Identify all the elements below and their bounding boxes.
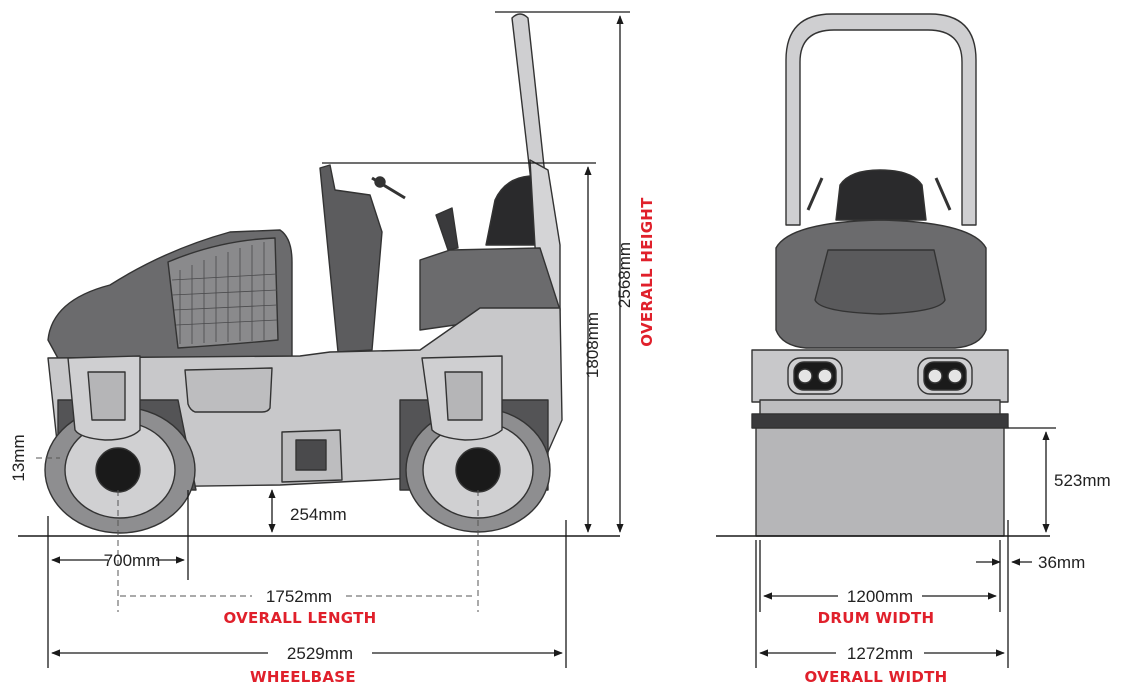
front-drum <box>44 355 197 534</box>
overhang-value: 700mm <box>104 551 161 570</box>
overall-width-label: OVERALL WIDTH <box>805 668 948 686</box>
drum-height-value: 523mm <box>1054 471 1111 490</box>
overall-height-label: OVERALL HEIGHT <box>638 197 656 347</box>
side-view-roller <box>44 13 563 534</box>
drum-top-bar <box>751 413 1009 429</box>
overall-length-label: OVERALL LENGTH <box>223 609 376 627</box>
rear-drum <box>399 355 551 533</box>
overall-length-value: 1752mm <box>266 587 332 606</box>
front-view-roller <box>751 13 1009 537</box>
drum-width-value: 1200mm <box>847 587 913 606</box>
front-dimension-lines <box>755 427 1056 668</box>
rops-hoop <box>785 13 977 226</box>
curb-offset-value: 13mm <box>9 434 28 481</box>
drum-width-label: DRUM WIDTH <box>818 609 935 627</box>
seat-height-value: 1808mm <box>583 312 602 378</box>
front-drum-face <box>755 427 1005 537</box>
side-dimension-lines <box>36 11 630 668</box>
overall-width-value: 1272mm <box>847 644 913 663</box>
ground-clearance-value: 254mm <box>290 505 347 524</box>
headlight-left <box>787 357 843 395</box>
control-tower <box>319 164 383 353</box>
headlight-right <box>917 357 973 395</box>
engine-grille <box>167 237 279 349</box>
overall-height-value: 2568mm <box>615 242 634 308</box>
wheelbase-label: WHEELBASE <box>250 668 356 686</box>
wheelbase-value: 2529mm <box>287 644 353 663</box>
edge-offset-value: 36mm <box>1038 553 1085 572</box>
